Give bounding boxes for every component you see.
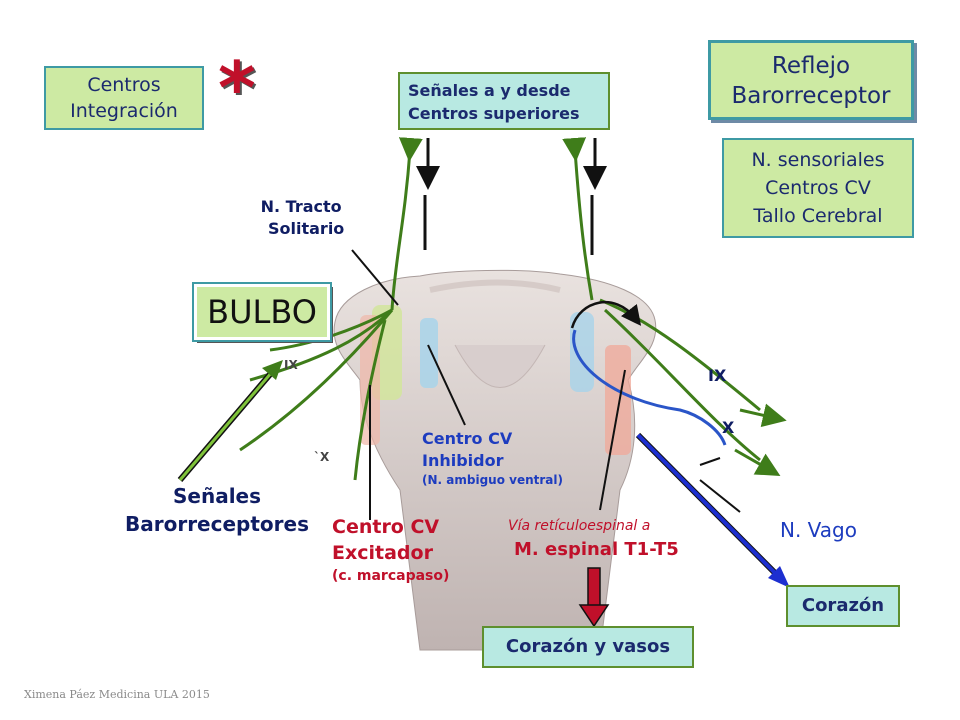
- integration-centers-box: Centros Integración: [44, 66, 204, 130]
- tracto-solitario-label: N. Tracto Solitario: [258, 196, 345, 240]
- inhibitor-center-label: Centro CV Inhibidor (N. ambiguo ventral): [422, 428, 563, 488]
- sensory-nerves-box: N. sensoriales Centros CV Tallo Cerebral: [722, 138, 914, 238]
- blue-arrow: [635, 432, 790, 588]
- x-nerve-label: X: [722, 418, 735, 437]
- excitatory-line1: Centro CV: [332, 516, 440, 538]
- integration-line2: Integración: [70, 100, 178, 122]
- heart-label: Corazón: [801, 595, 885, 616]
- baro-line1: Señales: [172, 484, 262, 508]
- pointer-lines: [351, 249, 741, 520]
- heart-vessels-box: Corazón y vasos: [482, 626, 694, 668]
- red-arrow: [578, 567, 610, 628]
- vagal-efferent: [572, 329, 727, 446]
- baro-line2: Barorreceptores: [124, 512, 309, 536]
- reticulospinal-line1: Vía retículoespinal a: [508, 518, 651, 534]
- excitatory-line3: (c. marcapaso): [332, 568, 450, 584]
- bulbo-label-box: BULBO: [192, 282, 332, 342]
- excitatory-line2: Excitador: [332, 542, 433, 564]
- bulbo-label: BULBO: [207, 293, 317, 331]
- reticulospinal-label: Vía retículoespinal a M. espinal T1-T5: [508, 514, 679, 562]
- asterisk-mark: *: [218, 46, 256, 130]
- ix-small-label: IX: [284, 358, 298, 372]
- sensory-line2: Centros CV: [765, 177, 871, 199]
- sensory-line3: Tallo Cerebral: [753, 205, 883, 227]
- x-small-label: `X: [314, 450, 330, 464]
- inhibitor-line1: Centro CV: [422, 429, 513, 448]
- heart-box: Corazón: [786, 585, 900, 627]
- loop-arrow: [570, 300, 642, 329]
- baroreceptor-signal-arrow: [177, 360, 283, 482]
- reflex-title-box: Reflejo Barorreceptor: [708, 40, 914, 120]
- integration-line1: Centros: [87, 74, 161, 96]
- excitatory-center-label: Centro CV Excitador (c. marcapaso): [332, 514, 449, 586]
- reticulospinal-line2: M. espinal T1-T5: [514, 539, 679, 560]
- higher-centers-box: Señales a y desde Centros superiores: [398, 72, 610, 130]
- higher-centers-line2: Centros superiores: [408, 104, 580, 123]
- author-credit: Ximena Páez Medicina ULA 2015: [24, 688, 210, 701]
- descending-arrows: [416, 138, 607, 255]
- inhibitor-line2: Inhibidor: [422, 451, 504, 470]
- tracto-line1: N. Tracto: [260, 197, 342, 216]
- heart-vessels-label: Corazón y vasos: [505, 636, 671, 657]
- sensory-line1: N. sensoriales: [751, 149, 885, 171]
- reflex-title-line2: Barorreceptor: [731, 83, 891, 109]
- ix-nerve-label: IX: [708, 366, 727, 385]
- higher-centers-line1: Señales a y desde: [408, 81, 571, 100]
- reflex-title-line1: Reflejo: [771, 53, 851, 79]
- baroreceptor-signals-label: Señales Barorreceptores: [122, 482, 312, 538]
- tracto-line2: Solitario: [268, 219, 345, 238]
- vagus-nerve-label: N. Vago: [780, 518, 857, 542]
- inhibitor-line3: (N. ambiguo ventral): [422, 473, 563, 487]
